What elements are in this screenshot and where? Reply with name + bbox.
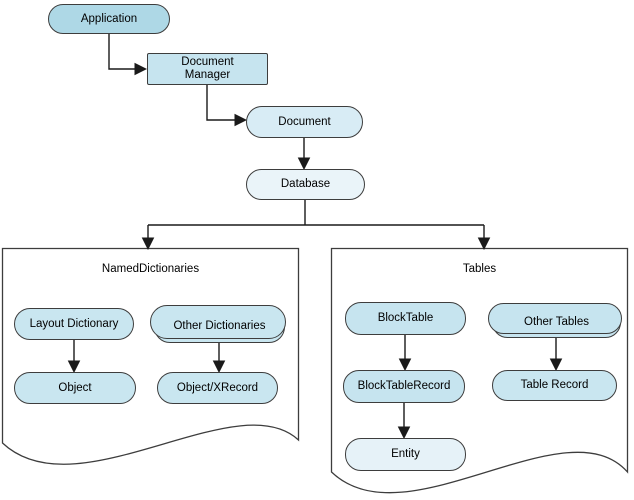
node-database: Database [246,169,365,200]
node-other-tables: Other Tables [488,303,622,338]
panel-title-tables: Tables [462,263,497,275]
node-document-manager-line1: Document [181,56,234,68]
node-document-manager: Document Manager [147,53,268,85]
node-table-record: Table Record [492,370,617,401]
node-other-dictionaries: Other Dictionaries [150,305,286,343]
node-entity: Entity [345,438,466,471]
panel-named-dictionaries [1,247,300,465]
node-object: Object [14,372,136,404]
panel-title-named-dictionaries: NamedDictionaries [101,263,200,275]
node-application: Application [48,4,170,34]
node-block-table: BlockTable [345,302,466,335]
node-object-xrecord: Object/XRecord [157,372,278,404]
node-document: Document [246,106,363,138]
edge-application-document-manager [108,34,148,76]
node-block-table-record: BlockTableRecord [343,370,465,403]
node-layout-dictionary: Layout Dictionary [14,308,134,340]
edge-document-manager-document [206,85,248,127]
node-document-manager-line2: Manager [184,69,231,81]
